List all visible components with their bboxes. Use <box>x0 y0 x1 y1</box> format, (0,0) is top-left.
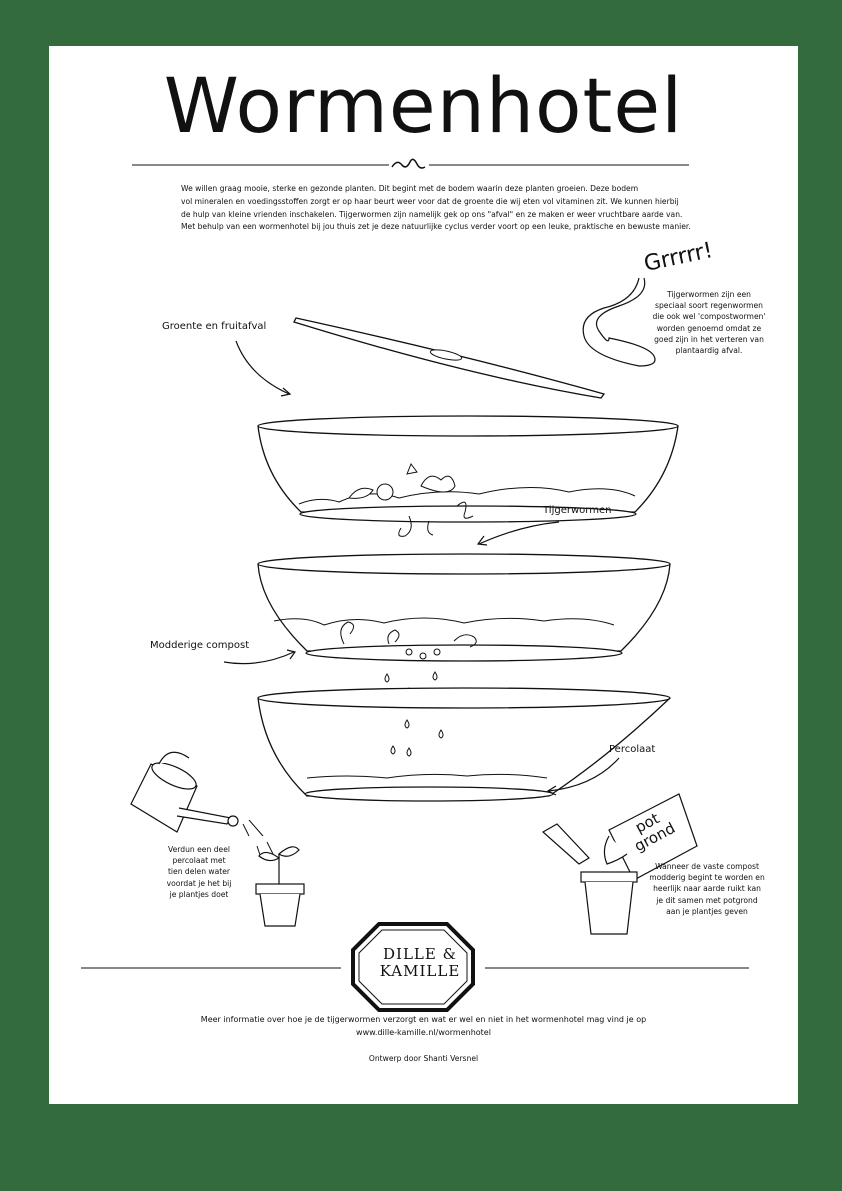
intro-line: We willen graag mooie, sterke en gezonde… <box>181 184 639 193</box>
tiger-worm-icon <box>582 277 656 367</box>
dille-kamille-logo <box>351 922 475 1012</box>
worm-text-line: goed zijn in het verteren van <box>654 334 764 344</box>
compost-text-line: heerlijk naar aarde ruikt kan <box>653 884 761 894</box>
watering-text-line: tien delen water <box>167 867 231 877</box>
worm-description: Tijgerwormen zijn een speciaal soort reg… <box>649 289 769 356</box>
intro-line: vol mineralen en voedingsstoffen zorgt e… <box>181 196 679 206</box>
watering-can-icon <box>130 751 239 833</box>
plant-pot-right-icon <box>580 871 638 935</box>
illustration-layer <box>81 158 749 1012</box>
worm-text-line: Tijgerwormen zijn een <box>667 290 751 299</box>
watering-text-line: Verdun een deel <box>168 845 230 854</box>
worm-text-line: worden genoemd omdat ze <box>656 323 762 333</box>
compost-text-line: modderig begint te worden en <box>649 873 765 883</box>
watering-text: Verdun een deel percolaat met tien delen… <box>157 844 241 900</box>
poster: Wormenhotel <box>49 46 798 1104</box>
logo-line: KAMILLE <box>379 962 461 980</box>
small-worm-icon <box>391 158 426 169</box>
logo-line: DILLE & <box>383 945 457 963</box>
worm-text-line: speciaal soort regenwormen <box>655 301 763 311</box>
label-tiger-worms: Tijgerwormen <box>543 505 612 516</box>
arrow-percolate <box>548 757 620 792</box>
soil-bag-icon <box>603 793 698 881</box>
page-title: Wormenhotel <box>163 61 684 150</box>
worm-text-line: plantaardig afval. <box>675 346 743 356</box>
design-credit: Ontwerp door Shanti Versnel <box>368 1054 479 1063</box>
scoop-icon <box>541 823 590 865</box>
bottom-tray-icon <box>257 687 671 802</box>
watering-text-line: je plantjes doet <box>169 889 229 899</box>
label-percolate: Percolaat <box>609 744 656 755</box>
intro-line: Met behulp van een wormenhotel bij jou t… <box>181 222 691 232</box>
watering-text-line: percolaat met <box>172 856 226 866</box>
label-muddy-compost: Modderige compost <box>150 640 250 651</box>
compost-text: Wanneer de vaste compost modderig begint… <box>641 861 773 917</box>
footer-link[interactable]: www.dille-kamille.nl/wormenhotel <box>356 1028 491 1037</box>
logo-text: DILLE & KAMILLE <box>365 946 475 980</box>
plant-pot-left-icon <box>255 846 305 927</box>
arrow-compost <box>223 651 295 665</box>
intro-text: We willen graag mooie, sterke en gezonde… <box>181 183 691 234</box>
compost-text-line: aan je plantjes geven <box>666 906 748 916</box>
compost-text-line: je dit samen met potgrond <box>656 895 758 905</box>
intro-line: de hulp van kleine vrienden inschakelen.… <box>181 209 683 219</box>
compost-text-line: Wanneer de vaste compost <box>655 862 759 871</box>
worm-text-line: die ook wel 'compostwormen' <box>652 312 766 322</box>
watering-text-line: voordat je het bij <box>166 878 232 888</box>
arrow-worms <box>478 521 560 545</box>
footer-info-line: Meer informatie over hoe je de tijgerwor… <box>200 1015 647 1024</box>
lid-icon <box>293 317 606 399</box>
top-tray-icon <box>257 415 679 537</box>
arrow-food <box>235 340 290 395</box>
label-food-waste: Groente en fruitafval <box>162 321 267 332</box>
footer-info: Meer informatie over hoe je de tijgerwor… <box>49 1013 798 1039</box>
middle-tray-icon <box>257 553 671 662</box>
